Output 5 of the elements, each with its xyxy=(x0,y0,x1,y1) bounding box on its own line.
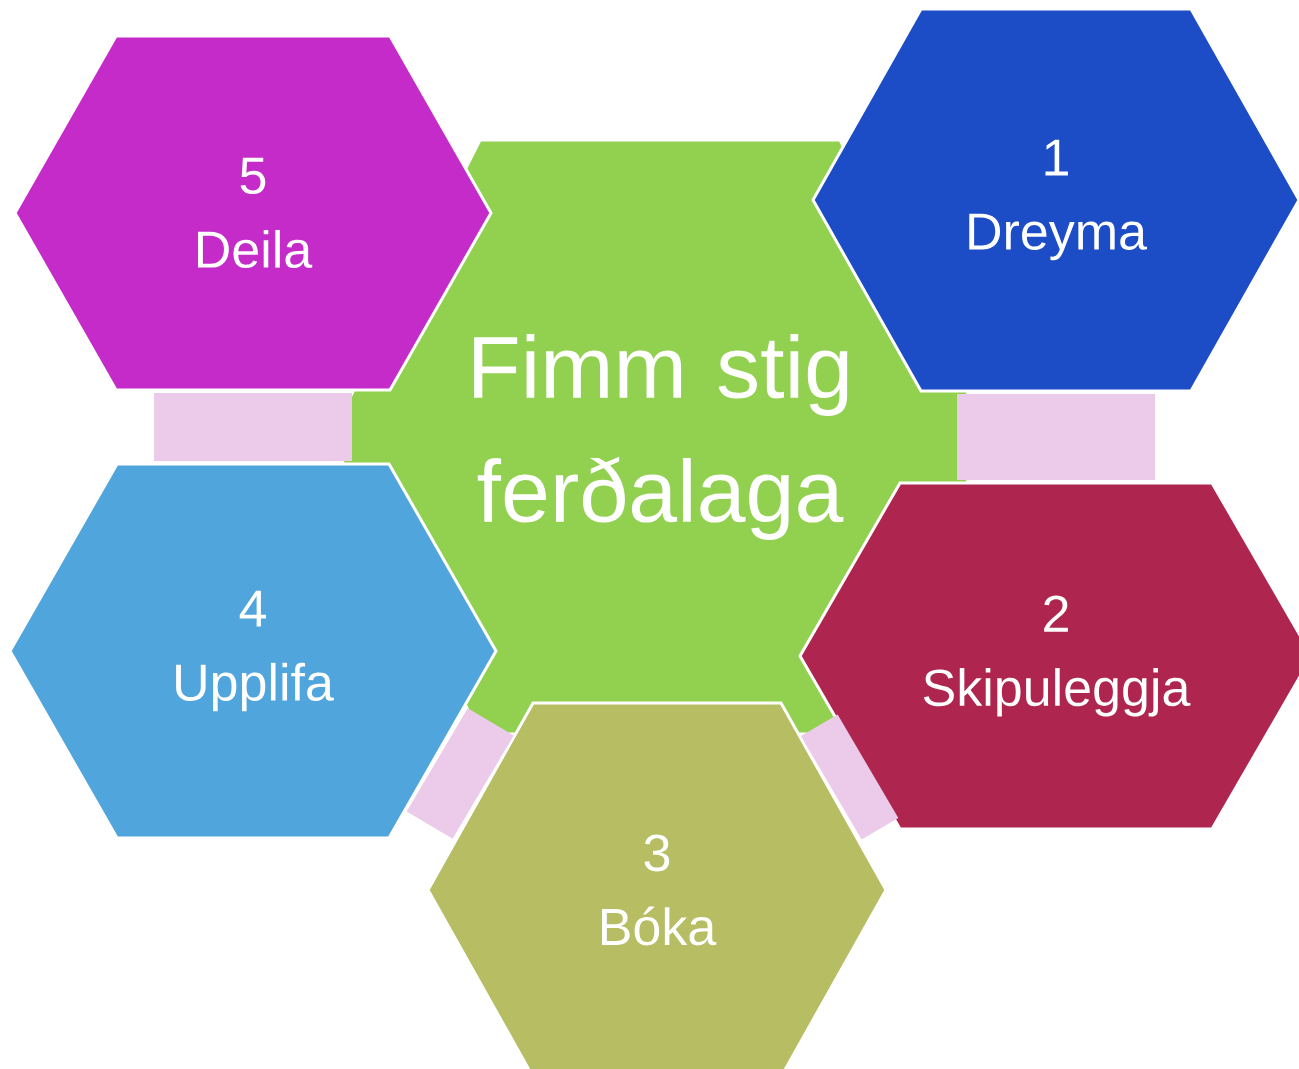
connector-band xyxy=(801,714,899,840)
hexagon: 3 Bóka xyxy=(426,701,888,1069)
connector-band xyxy=(406,708,514,839)
connector-band xyxy=(154,393,352,461)
connector-band xyxy=(957,394,1155,480)
